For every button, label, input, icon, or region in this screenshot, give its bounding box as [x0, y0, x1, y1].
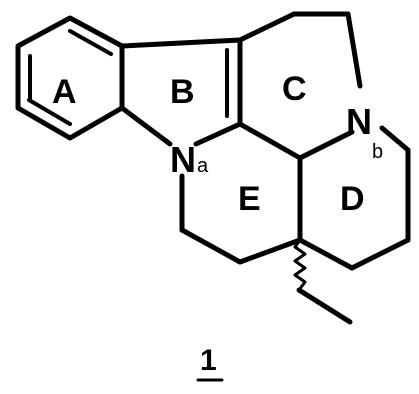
- ring-label-e: E: [238, 180, 261, 218]
- ring-label-c: C: [282, 70, 307, 108]
- ring-b-bonds: [119, 37, 243, 147]
- ring-d-bonds: [297, 125, 411, 271]
- ring-c-bonds: [237, 11, 363, 161]
- amine-nitrogen-label: N: [346, 101, 372, 142]
- compound-number-label: 1: [200, 344, 217, 377]
- indole-nitrogen-label: N: [170, 139, 196, 180]
- amine-nitrogen-subscript: b: [372, 141, 383, 163]
- ring-label-a: A: [52, 73, 77, 111]
- ethyl-substituent: [293, 239, 353, 325]
- ring-label-d: D: [340, 180, 365, 218]
- ring-e-bonds: [179, 173, 303, 265]
- ring-label-b: B: [170, 73, 195, 111]
- indole-nitrogen-subscript: a: [197, 155, 209, 177]
